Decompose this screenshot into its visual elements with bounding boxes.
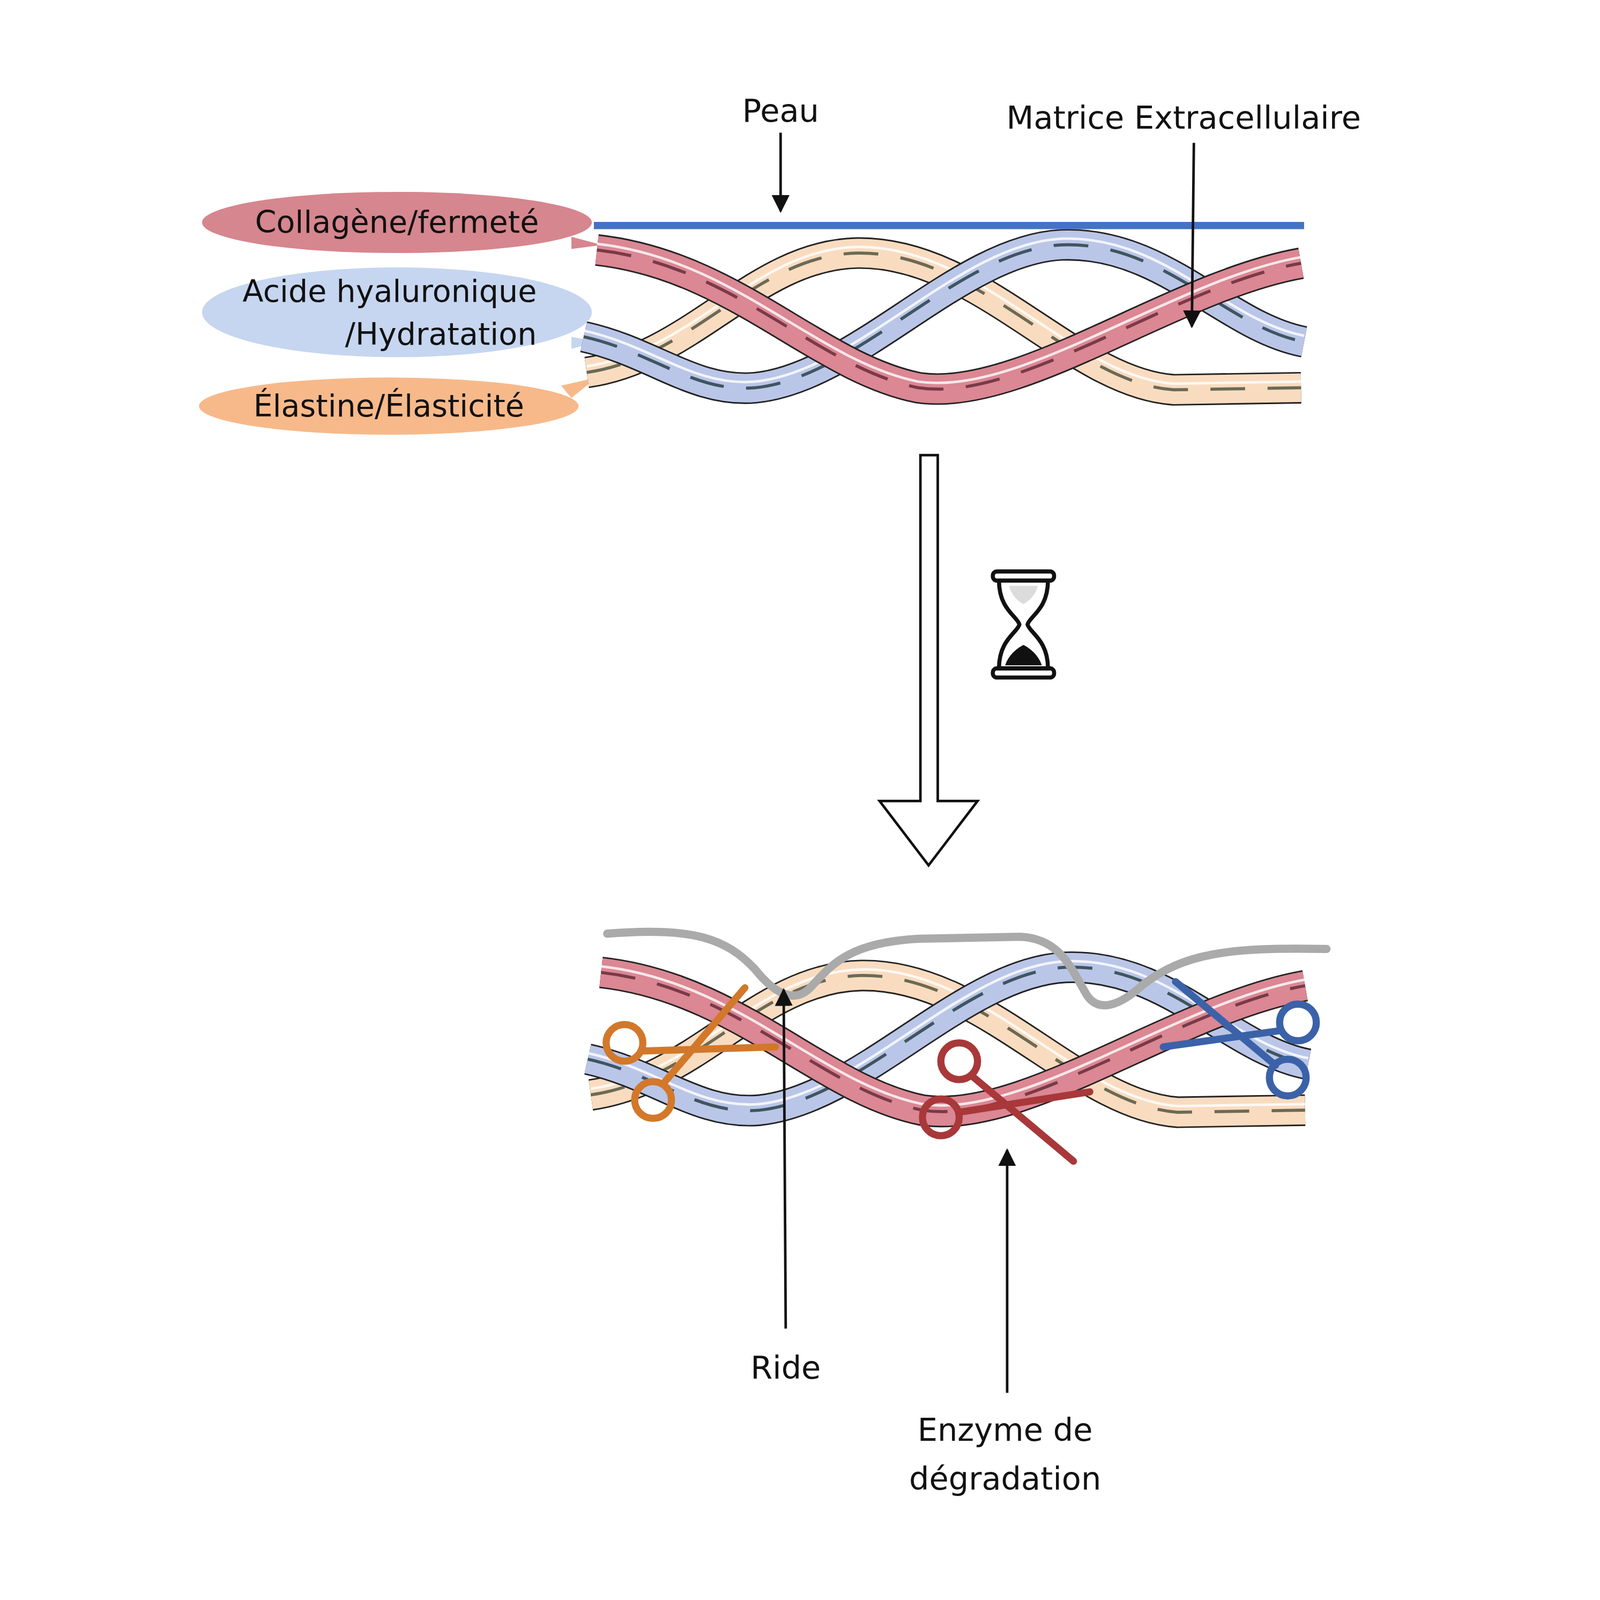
annotation-label: Peau (678, 85, 883, 135)
label-text: Collagène/fermeté (212, 201, 582, 244)
ellipse-fill (202, 191, 592, 253)
annotation-label: Enzyme de dégradation (882, 1404, 1128, 1503)
label-text: Acide hyaluronique /Hydratation (216, 270, 538, 356)
label-ellipse: Collagène/fermeté (202, 191, 592, 253)
label-text: Élastine/Élasticité (209, 384, 569, 428)
annotation-label: Ride (704, 1342, 868, 1392)
label-ellipse: Élastine/Élasticité (198, 377, 579, 435)
annotation-label: Matrice Extracellulaire (948, 92, 1419, 142)
ellipse-fill (198, 377, 579, 435)
label-ellipse: Acide hyaluronique /Hydratation (202, 267, 592, 358)
ellipse-fill (202, 267, 592, 358)
